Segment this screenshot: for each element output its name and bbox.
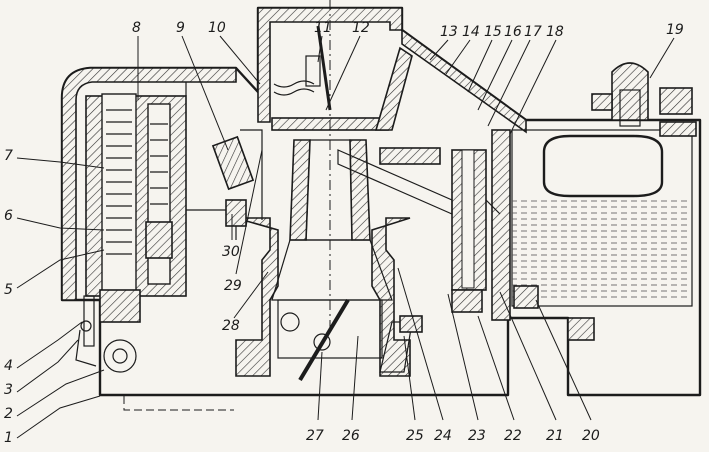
choke-valve xyxy=(273,25,332,111)
callout-21: 21 xyxy=(546,428,564,444)
leader-lines xyxy=(16,35,675,439)
idle-jets xyxy=(211,129,263,227)
callout-25: 25 xyxy=(406,428,424,444)
callout-labels: 1 2 3 4 5 6 7 8 9 10 11 12 13 14 15 16 1… xyxy=(4,20,684,446)
callout-14: 14 xyxy=(462,24,480,40)
callout-13: 13 xyxy=(440,24,458,40)
pump-linkage xyxy=(75,295,234,411)
callout-27: 27 xyxy=(306,428,324,444)
callout-3: 3 xyxy=(4,382,13,398)
callout-12: 12 xyxy=(352,20,370,36)
callout-22: 22 xyxy=(504,428,522,444)
callout-11: 11 xyxy=(314,20,332,36)
callout-8: 8 xyxy=(132,20,141,36)
callout-2: 2 xyxy=(4,406,13,422)
float-chamber xyxy=(491,62,697,341)
emulsion-system xyxy=(337,147,539,373)
callout-23: 23 xyxy=(468,428,486,444)
callout-28: 28 xyxy=(222,318,240,334)
callout-4: 4 xyxy=(4,358,13,374)
callout-26: 26 xyxy=(342,428,360,444)
callout-15: 15 xyxy=(484,24,502,40)
callout-18: 18 xyxy=(546,24,564,40)
callout-6: 6 xyxy=(4,208,13,224)
callout-10: 10 xyxy=(208,20,226,36)
economizer-assembly xyxy=(85,82,237,323)
callout-9: 9 xyxy=(176,20,185,36)
callout-7: 7 xyxy=(4,148,13,164)
callout-16: 16 xyxy=(504,24,522,40)
callout-5: 5 xyxy=(4,282,13,298)
callout-29: 29 xyxy=(224,278,242,294)
carburetor-body xyxy=(60,6,702,397)
callout-30: 30 xyxy=(222,244,240,260)
mixing-chamber xyxy=(235,0,411,382)
callout-20: 20 xyxy=(582,428,600,444)
callout-19: 19 xyxy=(666,22,684,38)
callout-17: 17 xyxy=(524,24,542,40)
callout-1: 1 xyxy=(4,430,13,446)
callout-24: 24 xyxy=(434,428,452,444)
